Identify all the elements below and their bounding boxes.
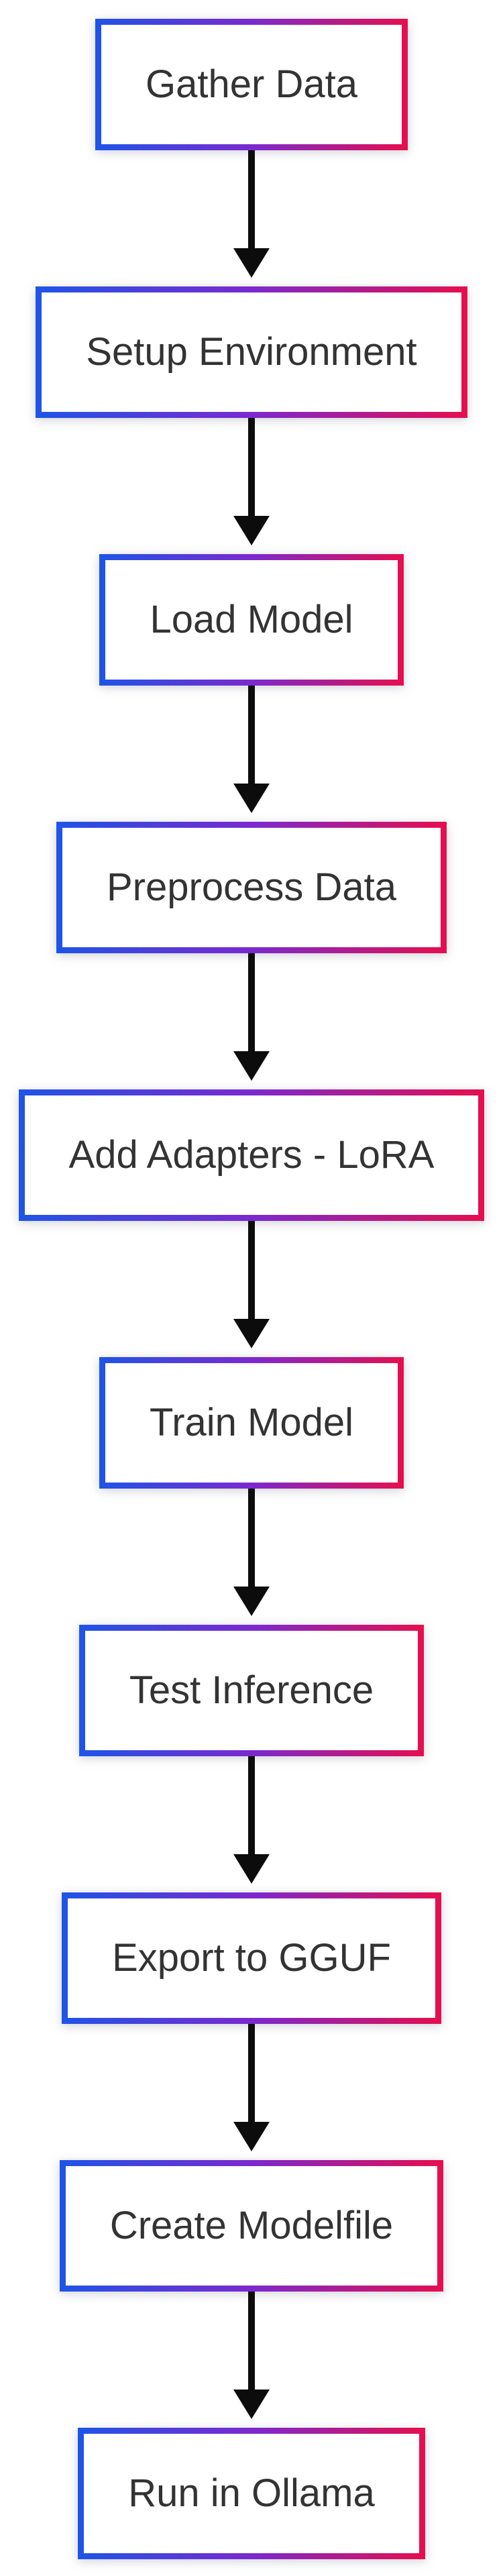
flow-node-train-model: Train Model: [99, 1357, 404, 1489]
arrow-head-icon: [233, 1319, 270, 1348]
flow-node-label: Load Model: [150, 598, 353, 641]
flow-node-gather-data: Gather Data: [95, 19, 408, 150]
arrow-head-icon: [233, 516, 270, 545]
flow-arrow-down: [233, 2024, 270, 2160]
flow-node-add-adapters-lora: Add Adapters - LoRA: [18, 1089, 485, 1221]
flow-node-label: Setup Environment: [86, 330, 417, 374]
flow-node-body: Preprocess Data: [62, 828, 441, 947]
arrow-head-icon: [233, 2122, 270, 2151]
arrow-head-icon: [233, 1587, 270, 1616]
flow-arrow-down: [233, 953, 270, 1089]
flow-node-label: Add Adapters - LoRA: [68, 1133, 435, 1177]
flow-node-run-in-ollama: Run in Ollama: [78, 2428, 425, 2559]
flow-node-label: Train Model: [149, 1401, 354, 1444]
arrow-head-icon: [233, 1051, 270, 1081]
flow-node-label: Export to GGUF: [112, 1936, 391, 1980]
flow-node-body: Test Inference: [85, 1631, 418, 1750]
flow-arrow-down: [233, 2292, 270, 2428]
arrow-head-icon: [233, 784, 270, 813]
arrow-shaft: [248, 1756, 255, 1854]
flow-node-setup-environment: Setup Environment: [36, 286, 467, 418]
flow-node-body: Gather Data: [101, 25, 402, 144]
arrow-shaft: [248, 953, 255, 1051]
flow-arrow-down: [233, 150, 270, 286]
flow-arrow-down: [233, 1489, 270, 1625]
arrow-shaft: [248, 1489, 255, 1587]
arrow-head-icon: [233, 2390, 270, 2419]
flow-node-label: Run in Ollama: [128, 2471, 375, 2515]
flow-node-body: Run in Ollama: [84, 2434, 419, 2553]
flow-node-body: Load Model: [105, 560, 398, 680]
flow-node-body: Setup Environment: [42, 292, 461, 412]
flow-node-label: Gather Data: [146, 62, 357, 106]
arrow-shaft: [248, 2024, 255, 2122]
arrow-shaft: [248, 2292, 255, 2390]
flow-node-test-inference: Test Inference: [78, 1625, 425, 1756]
flow-node-body: Create Modelfile: [65, 2166, 438, 2286]
arrow-shaft: [248, 418, 255, 516]
flow-arrow-down: [233, 418, 270, 554]
arrow-shaft: [248, 1221, 255, 1319]
flow-node-export-to-gguf: Export to GGUF: [62, 1892, 441, 2024]
flow-node-body: Add Adapters - LoRA: [24, 1095, 479, 1215]
flow-node-label: Preprocess Data: [107, 865, 396, 909]
arrow-shaft: [248, 150, 255, 248]
flow-node-body: Train Model: [105, 1363, 398, 1483]
flow-node-body: Export to GGUF: [68, 1898, 435, 2018]
flow-node-label: Create Modelfile: [109, 2204, 394, 2247]
flow-node-label: Test Inference: [129, 1668, 374, 1712]
arrow-head-icon: [233, 248, 270, 278]
flow-node-preprocess-data: Preprocess Data: [56, 822, 447, 953]
flow-arrow-down: [233, 686, 270, 822]
arrow-head-icon: [233, 1854, 270, 1884]
arrow-shaft: [248, 686, 255, 784]
flow-arrow-down: [233, 1756, 270, 1892]
flow-node-create-modelfile: Create Modelfile: [59, 2160, 444, 2292]
flow-node-load-model: Load Model: [99, 554, 404, 686]
flow-arrow-down: [233, 1221, 270, 1357]
